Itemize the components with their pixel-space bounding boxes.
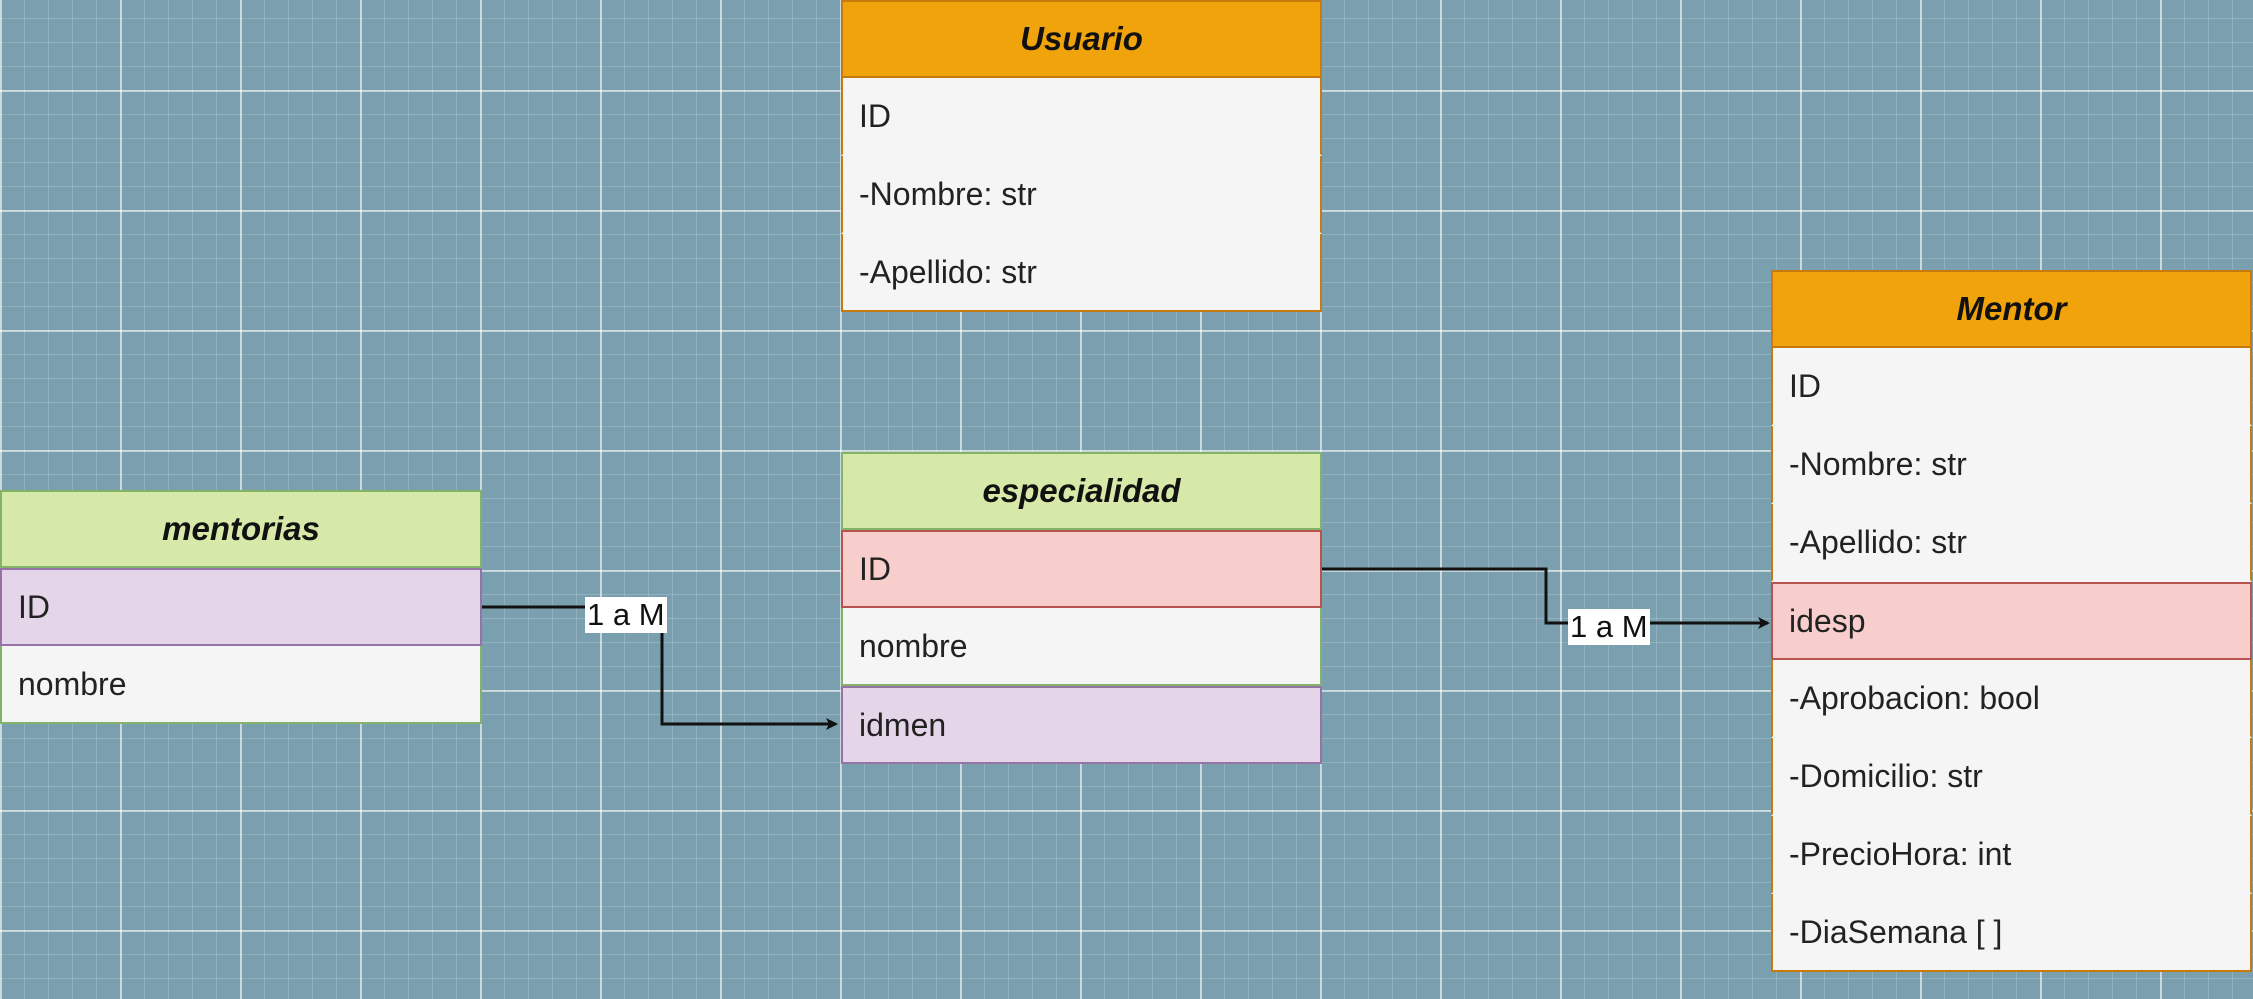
mentor-field-preciohora: -PrecioHora: int (1771, 816, 2252, 894)
mentor-field-id: ID (1771, 348, 2252, 426)
mentor-field-idesp: idesp (1771, 582, 2252, 660)
relation-line-especialidad-mentor (1322, 567, 1770, 629)
mentor-field-apellido: -Apellido: str (1771, 504, 2252, 582)
usuario-field-id: ID (841, 78, 1322, 156)
mentor-field-nombre: -Nombre: str (1771, 426, 2252, 504)
entity-mentor-title: Mentor (1771, 270, 2252, 348)
entity-mentor[interactable]: Mentor ID -Nombre: str -Apellido: str id… (1771, 270, 2252, 972)
relation-label-especialidad-mentor: 1 a M (1568, 609, 1650, 645)
mentorias-field-id: ID (0, 568, 482, 646)
relation-label-mentorias-especialidad: 1 a M (585, 597, 667, 633)
entity-usuario[interactable]: Usuario ID -Nombre: str -Apellido: str (841, 0, 1322, 312)
especialidad-field-nombre: nombre (841, 608, 1322, 686)
entity-mentorias-title: mentorias (0, 490, 482, 568)
relation-line-mentorias-especialidad (482, 605, 838, 730)
mentor-field-diasemana: -DiaSemana [ ] (1771, 894, 2252, 972)
mentor-field-aprobacion: -Aprobacion: bool (1771, 660, 2252, 738)
entity-mentorias[interactable]: mentorias ID nombre (0, 490, 482, 724)
entity-especialidad[interactable]: especialidad ID nombre idmen (841, 452, 1322, 764)
especialidad-field-idmen: idmen (841, 686, 1322, 764)
entity-usuario-title: Usuario (841, 0, 1322, 78)
especialidad-field-id: ID (841, 530, 1322, 608)
mentorias-field-nombre: nombre (0, 646, 482, 724)
usuario-field-apellido: -Apellido: str (841, 234, 1322, 312)
mentor-field-domicilio: -Domicilio: str (1771, 738, 2252, 816)
usuario-field-nombre: -Nombre: str (841, 156, 1322, 234)
entity-especialidad-title: especialidad (841, 452, 1322, 530)
